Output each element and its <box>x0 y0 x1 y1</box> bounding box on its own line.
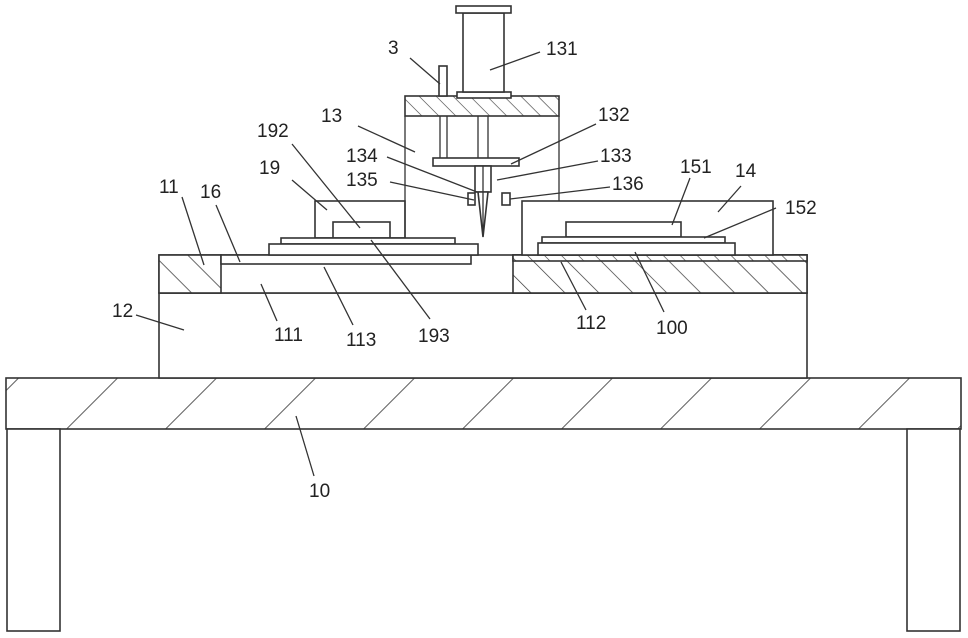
label-131: 131 <box>546 39 578 60</box>
table-right-leg <box>907 429 960 631</box>
label-10: 10 <box>309 481 330 502</box>
cylinder-cap <box>456 6 511 13</box>
label-133: 133 <box>600 146 632 167</box>
leader-3 <box>410 58 440 84</box>
label-134: 134 <box>346 146 378 167</box>
label-112: 112 <box>576 313 606 334</box>
left-slide-plate <box>221 255 471 264</box>
cylinder-flange <box>457 92 511 98</box>
fixture-block-left <box>333 222 390 238</box>
frame-top-beam <box>405 96 559 116</box>
mount-plate-132 <box>433 158 519 166</box>
label-136: 136 <box>612 174 644 195</box>
table <box>6 378 961 631</box>
label-193: 193 <box>418 326 450 347</box>
label-16: 16 <box>200 182 221 203</box>
leader-19 <box>292 180 327 210</box>
base-lower-block <box>159 293 807 378</box>
label-13: 13 <box>321 106 342 127</box>
label-14: 14 <box>735 161 757 182</box>
fixture-base-right <box>538 243 735 255</box>
label-152: 152 <box>785 198 817 219</box>
leader-136 <box>510 187 610 199</box>
label-135: 135 <box>346 170 378 191</box>
cylinder-body <box>463 13 504 92</box>
label-151: 151 <box>680 157 712 178</box>
leader-132 <box>511 124 596 164</box>
right-top-strip <box>513 255 807 261</box>
label-11: 11 <box>159 177 179 198</box>
label-111: 111 <box>274 325 303 346</box>
label-3: 3 <box>388 38 399 59</box>
label-192: 192 <box>257 121 289 142</box>
fixture-block-right <box>566 222 681 237</box>
label-113: 113 <box>346 330 376 351</box>
label-100: 100 <box>656 318 688 339</box>
fixture-plate-left <box>281 238 455 244</box>
table-left-leg <box>7 429 60 631</box>
clamp-right <box>502 193 510 205</box>
right-fixture <box>522 201 773 255</box>
leader-16 <box>216 205 240 262</box>
label-132: 132 <box>598 105 630 126</box>
base-body <box>159 255 807 378</box>
rod-3 <box>439 66 447 96</box>
leader-135 <box>390 182 474 200</box>
fixture-base-left <box>269 244 478 255</box>
table-top <box>6 378 961 429</box>
label-12: 12 <box>112 301 133 322</box>
left-fixture <box>269 201 478 255</box>
fixture-plate-right <box>542 237 725 243</box>
label-19: 19 <box>259 158 280 179</box>
left-hatched-block <box>159 255 221 293</box>
